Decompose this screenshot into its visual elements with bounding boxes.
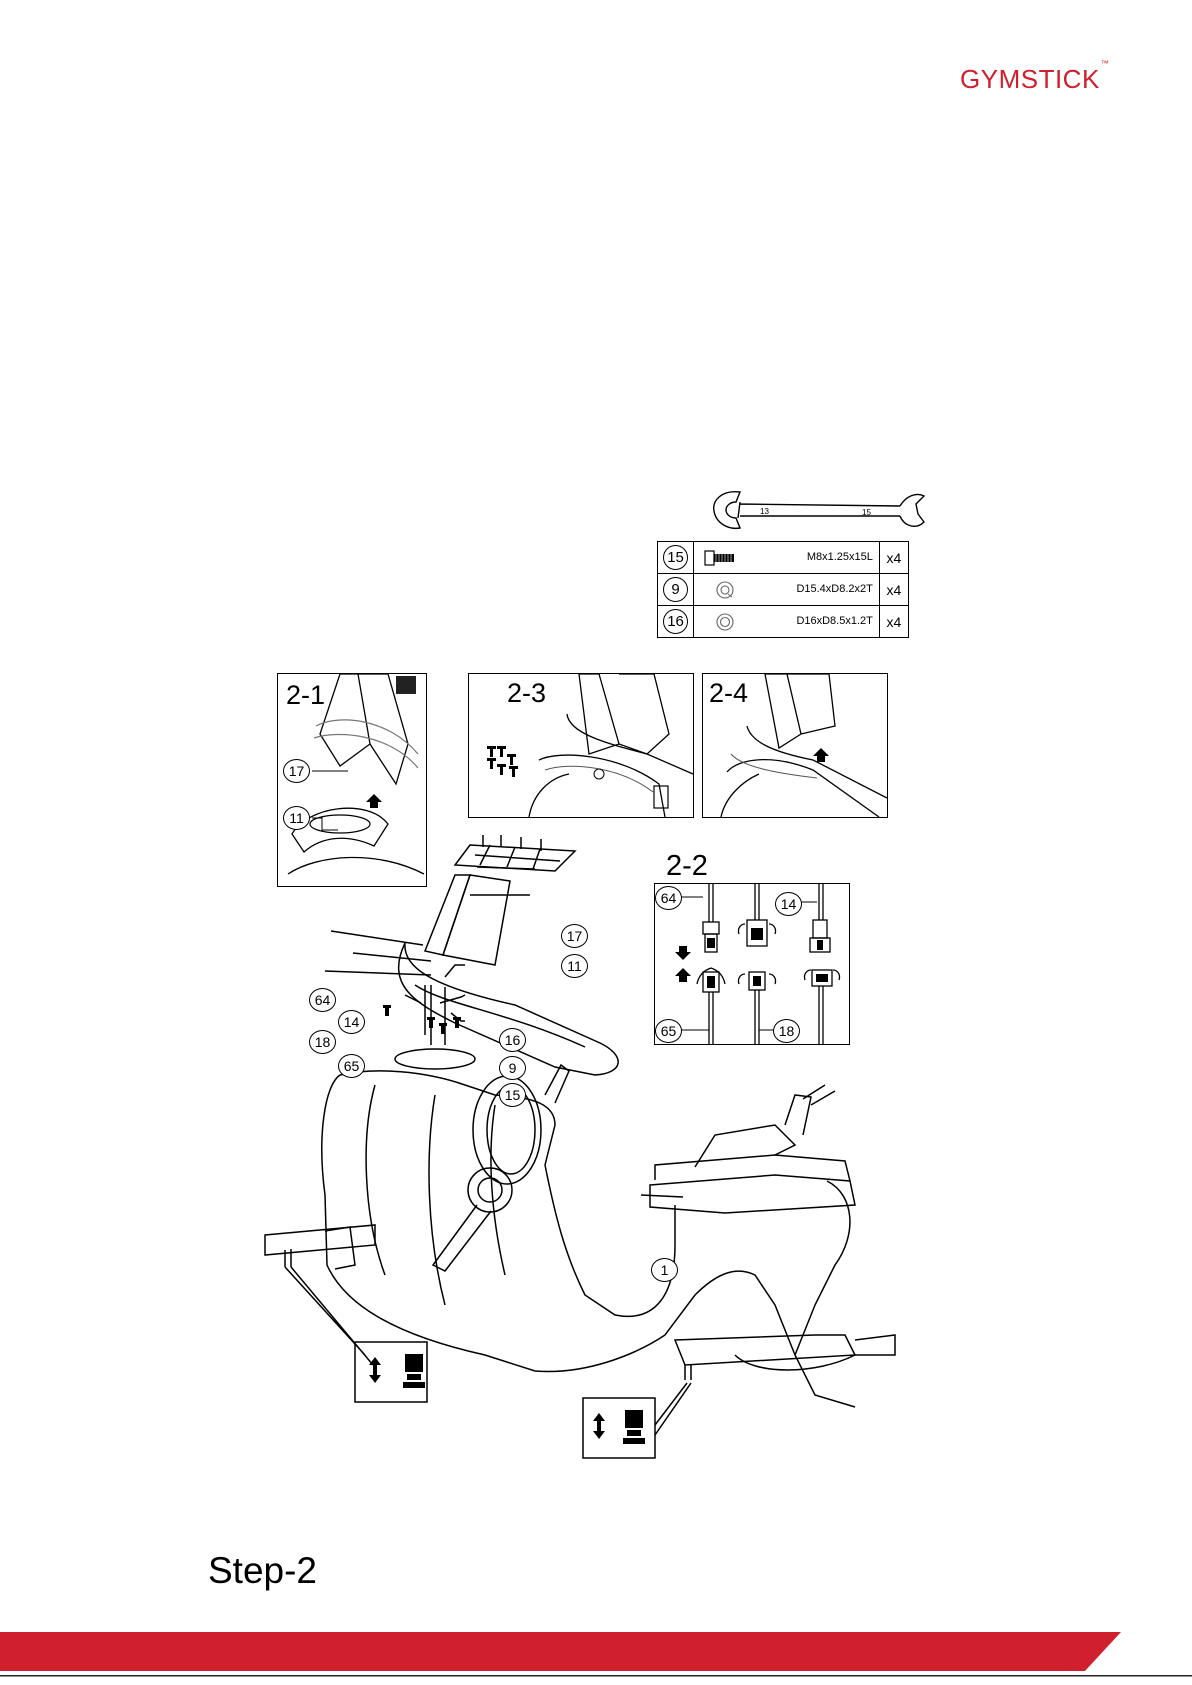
panel-title: 2-1 xyxy=(286,682,325,709)
brand-logo: GYMSTICK™ xyxy=(960,64,1109,95)
part-number: 16 xyxy=(663,609,688,634)
callout-15: 15 xyxy=(499,1083,526,1107)
panel-title: 2-3 xyxy=(507,680,546,707)
parts-row: 15 M8x1.25x15L x4 xyxy=(658,542,909,574)
flat-washer-icon xyxy=(708,611,742,633)
callout-65: 65 xyxy=(338,1054,365,1078)
part-qty: x4 xyxy=(879,606,908,638)
part-number: 15 xyxy=(663,545,688,570)
wrench-size-left: 13 xyxy=(760,507,769,516)
brand-name: GYMSTICK xyxy=(960,64,1100,94)
bolt-icon xyxy=(702,547,736,569)
callout-9: 9 xyxy=(499,1056,526,1080)
part-spec: M8x1.25x15L xyxy=(807,551,873,563)
callout-64: 64 xyxy=(309,988,336,1012)
curved-washer-icon xyxy=(708,579,742,601)
wrench-size-right: 15 xyxy=(862,508,871,517)
part-qty: x4 xyxy=(879,574,908,606)
bike-assembly-drawing xyxy=(255,835,945,1475)
callout-17: 17 xyxy=(283,759,310,783)
detail-panel-2-3: 2-3 xyxy=(468,673,694,818)
part-qty: x4 xyxy=(879,542,908,574)
detail-panel-2-4: 2-4 xyxy=(702,673,888,818)
step-label: Step-2 xyxy=(208,1550,317,1592)
part-number: 9 xyxy=(663,577,688,602)
callout-18: 18 xyxy=(309,1030,336,1054)
part-spec: D16xD8.5x1.2T xyxy=(796,615,872,627)
wrench-icon: 13 15 xyxy=(710,486,926,536)
trademark-mark: ™ xyxy=(1101,59,1110,68)
parts-row: 16 D16xD8.5x1.2T x4 xyxy=(658,606,909,638)
callout-16: 16 xyxy=(499,1028,526,1052)
callout-11: 11 xyxy=(283,806,310,830)
shroud-screw-drawing xyxy=(469,674,693,817)
callout-14: 14 xyxy=(338,1010,365,1034)
footer-band xyxy=(0,1632,1192,1685)
panel-title: 2-4 xyxy=(709,680,748,707)
hardware-parts-table: 15 M8x1.25x15L x4 9 D15.4xD8.2x2T x4 16 xyxy=(657,541,909,638)
parts-row: 9 D15.4xD8.2x2T x4 xyxy=(658,574,909,606)
callout-17: 17 xyxy=(561,924,588,948)
callout-11: 11 xyxy=(561,954,588,978)
callout-1: 1 xyxy=(651,1258,678,1282)
part-spec: D15.4xD8.2x2T xyxy=(796,583,872,595)
